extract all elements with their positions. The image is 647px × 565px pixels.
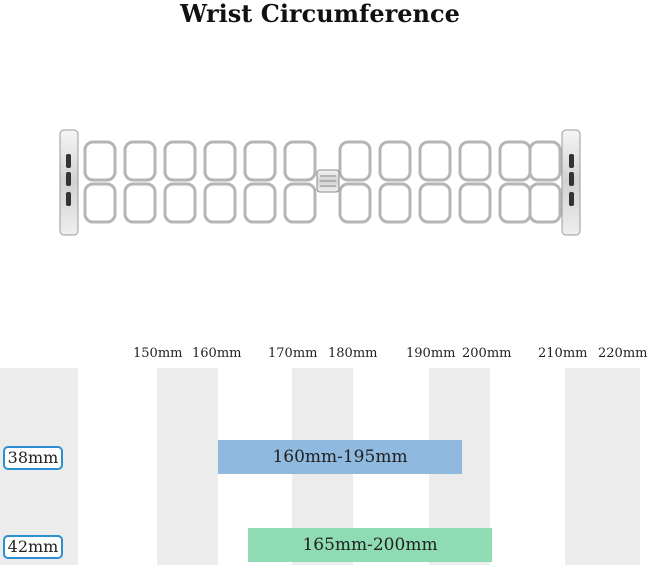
tick-label: 160mm <box>192 346 242 361</box>
tick-label: 190mm <box>406 346 456 361</box>
range-bar-38mm: 160mm-195mm <box>218 440 462 474</box>
tick-label: 210mm <box>538 346 588 361</box>
watch-band-image <box>40 120 600 245</box>
page-title: Wrist Circumference <box>180 0 460 28</box>
tick-label: 150mm <box>133 346 183 361</box>
size-label-42mm: 42mm <box>3 535 63 559</box>
tick-label: 200mm <box>462 346 512 361</box>
scale-stripe <box>565 368 640 565</box>
tick-label: 170mm <box>268 346 318 361</box>
range-bar-42mm: 165mm-200mm <box>248 528 492 562</box>
scale-stripe <box>157 368 218 565</box>
tick-label: 180mm <box>328 346 378 361</box>
tick-label: 220mm <box>598 346 647 361</box>
size-label-38mm: 38mm <box>3 446 63 470</box>
